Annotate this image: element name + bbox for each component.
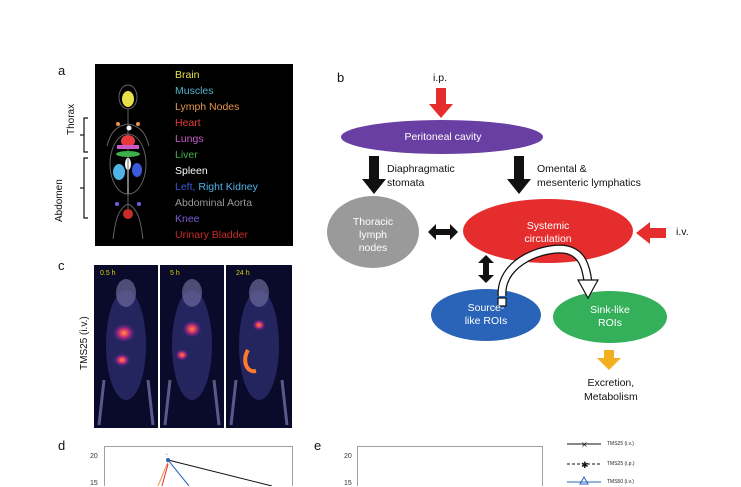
systemic-circulation-ellipse [463, 199, 633, 263]
legend-tms25-iv: TMS25 (i.v.) [607, 441, 634, 447]
panel-e-plot [357, 446, 543, 486]
legend-knee: Knee [175, 213, 200, 225]
svg-text:✱: ✱ [581, 461, 589, 471]
lymph-systemic-arrow [428, 224, 458, 240]
ip-arrow [429, 88, 453, 118]
peritoneal-cavity-ellipse [341, 120, 543, 154]
legend-liver: Liver [175, 149, 198, 161]
panel-d-ytick-20: 20 [90, 453, 98, 460]
segmented-mouse-graphic [106, 84, 150, 240]
panel-d-plot: * [104, 446, 293, 486]
mesenteric-label: mesenteric lymphatics [537, 177, 641, 189]
panel-e-ytick-15: 15 [344, 480, 352, 487]
legend-muscles: Muscles [175, 85, 214, 97]
pet-image-0-5h: 0.5 h [94, 265, 158, 428]
svg-text:*: * [166, 452, 168, 457]
ip-label: i.p. [433, 72, 448, 84]
omental-arrow [507, 156, 531, 194]
panel-a-letter: a [58, 63, 66, 78]
region-brackets [80, 117, 88, 219]
timepoint-label-2: 24 h [236, 270, 250, 277]
pet-image-24h: 24 h [226, 265, 292, 428]
legend-tms25-ip: TMS25 (i.p.) [607, 461, 635, 467]
pet-image-5h: 5 h [160, 265, 224, 428]
panel-c-letter: c [58, 258, 65, 273]
panel-b-letter: b [337, 70, 345, 85]
thoracic-lymph-ellipse [327, 196, 419, 268]
curved-arrow-head [576, 279, 600, 300]
excretion-label: Excretion,Metabolism [584, 377, 638, 403]
panel-d-letter: d [58, 438, 66, 453]
panel-c-ylabel: TMS25 (i.v.) [79, 316, 90, 370]
legend-abdominal-aorta: Abdominal Aorta [175, 197, 253, 209]
excretion-arrow [597, 350, 621, 370]
thorax-label: Thorax [66, 103, 77, 135]
svg-text:×: × [581, 440, 588, 449]
diaphragmatic-arrow [362, 156, 386, 194]
panel-d-ytick-15: 15 [90, 480, 98, 487]
legend-brain: Brain [175, 69, 200, 81]
omental-label: Omental & [537, 163, 587, 175]
diaphragmatic-label: Diaphragmatic [387, 163, 455, 175]
timepoint-label-1: 5 h [170, 270, 180, 277]
legend-spleen: Spleen [175, 165, 208, 177]
panel-a-mouse-image: Brain Muscles Lymph Nodes Heart Lungs Li… [95, 64, 293, 246]
sink-rois-ellipse [553, 291, 667, 343]
pharmacokinetic-diagram [327, 88, 667, 370]
legend-kidneys: Left, Right Kidney [175, 181, 258, 193]
panel-e-legend-markers: × ✱ [567, 440, 601, 485]
legend-heart: Heart [175, 117, 201, 129]
source-rois-label: Source-like ROIs [464, 302, 508, 327]
peritoneal-cavity-label: Peritoneal cavity [404, 131, 482, 143]
iv-label: i.v. [676, 226, 689, 238]
panel-e-ytick-20: 20 [344, 453, 352, 460]
abdomen-label: Abdomen [54, 179, 65, 222]
timepoint-label-0: 0.5 h [100, 270, 116, 277]
source-rois-ellipse [431, 289, 541, 341]
legend-lymph-nodes: Lymph Nodes [175, 101, 240, 113]
panel-e-letter: e [314, 438, 322, 453]
systemic-source-arrow [478, 255, 494, 283]
iv-arrow [636, 222, 666, 244]
legend-tms50-iv: TMS50 (i.v.) [607, 479, 634, 485]
stomata-label: stomata [387, 177, 425, 189]
legend-urinary-bladder: Urinary Bladder [175, 229, 248, 241]
legend-lungs: Lungs [175, 133, 204, 145]
